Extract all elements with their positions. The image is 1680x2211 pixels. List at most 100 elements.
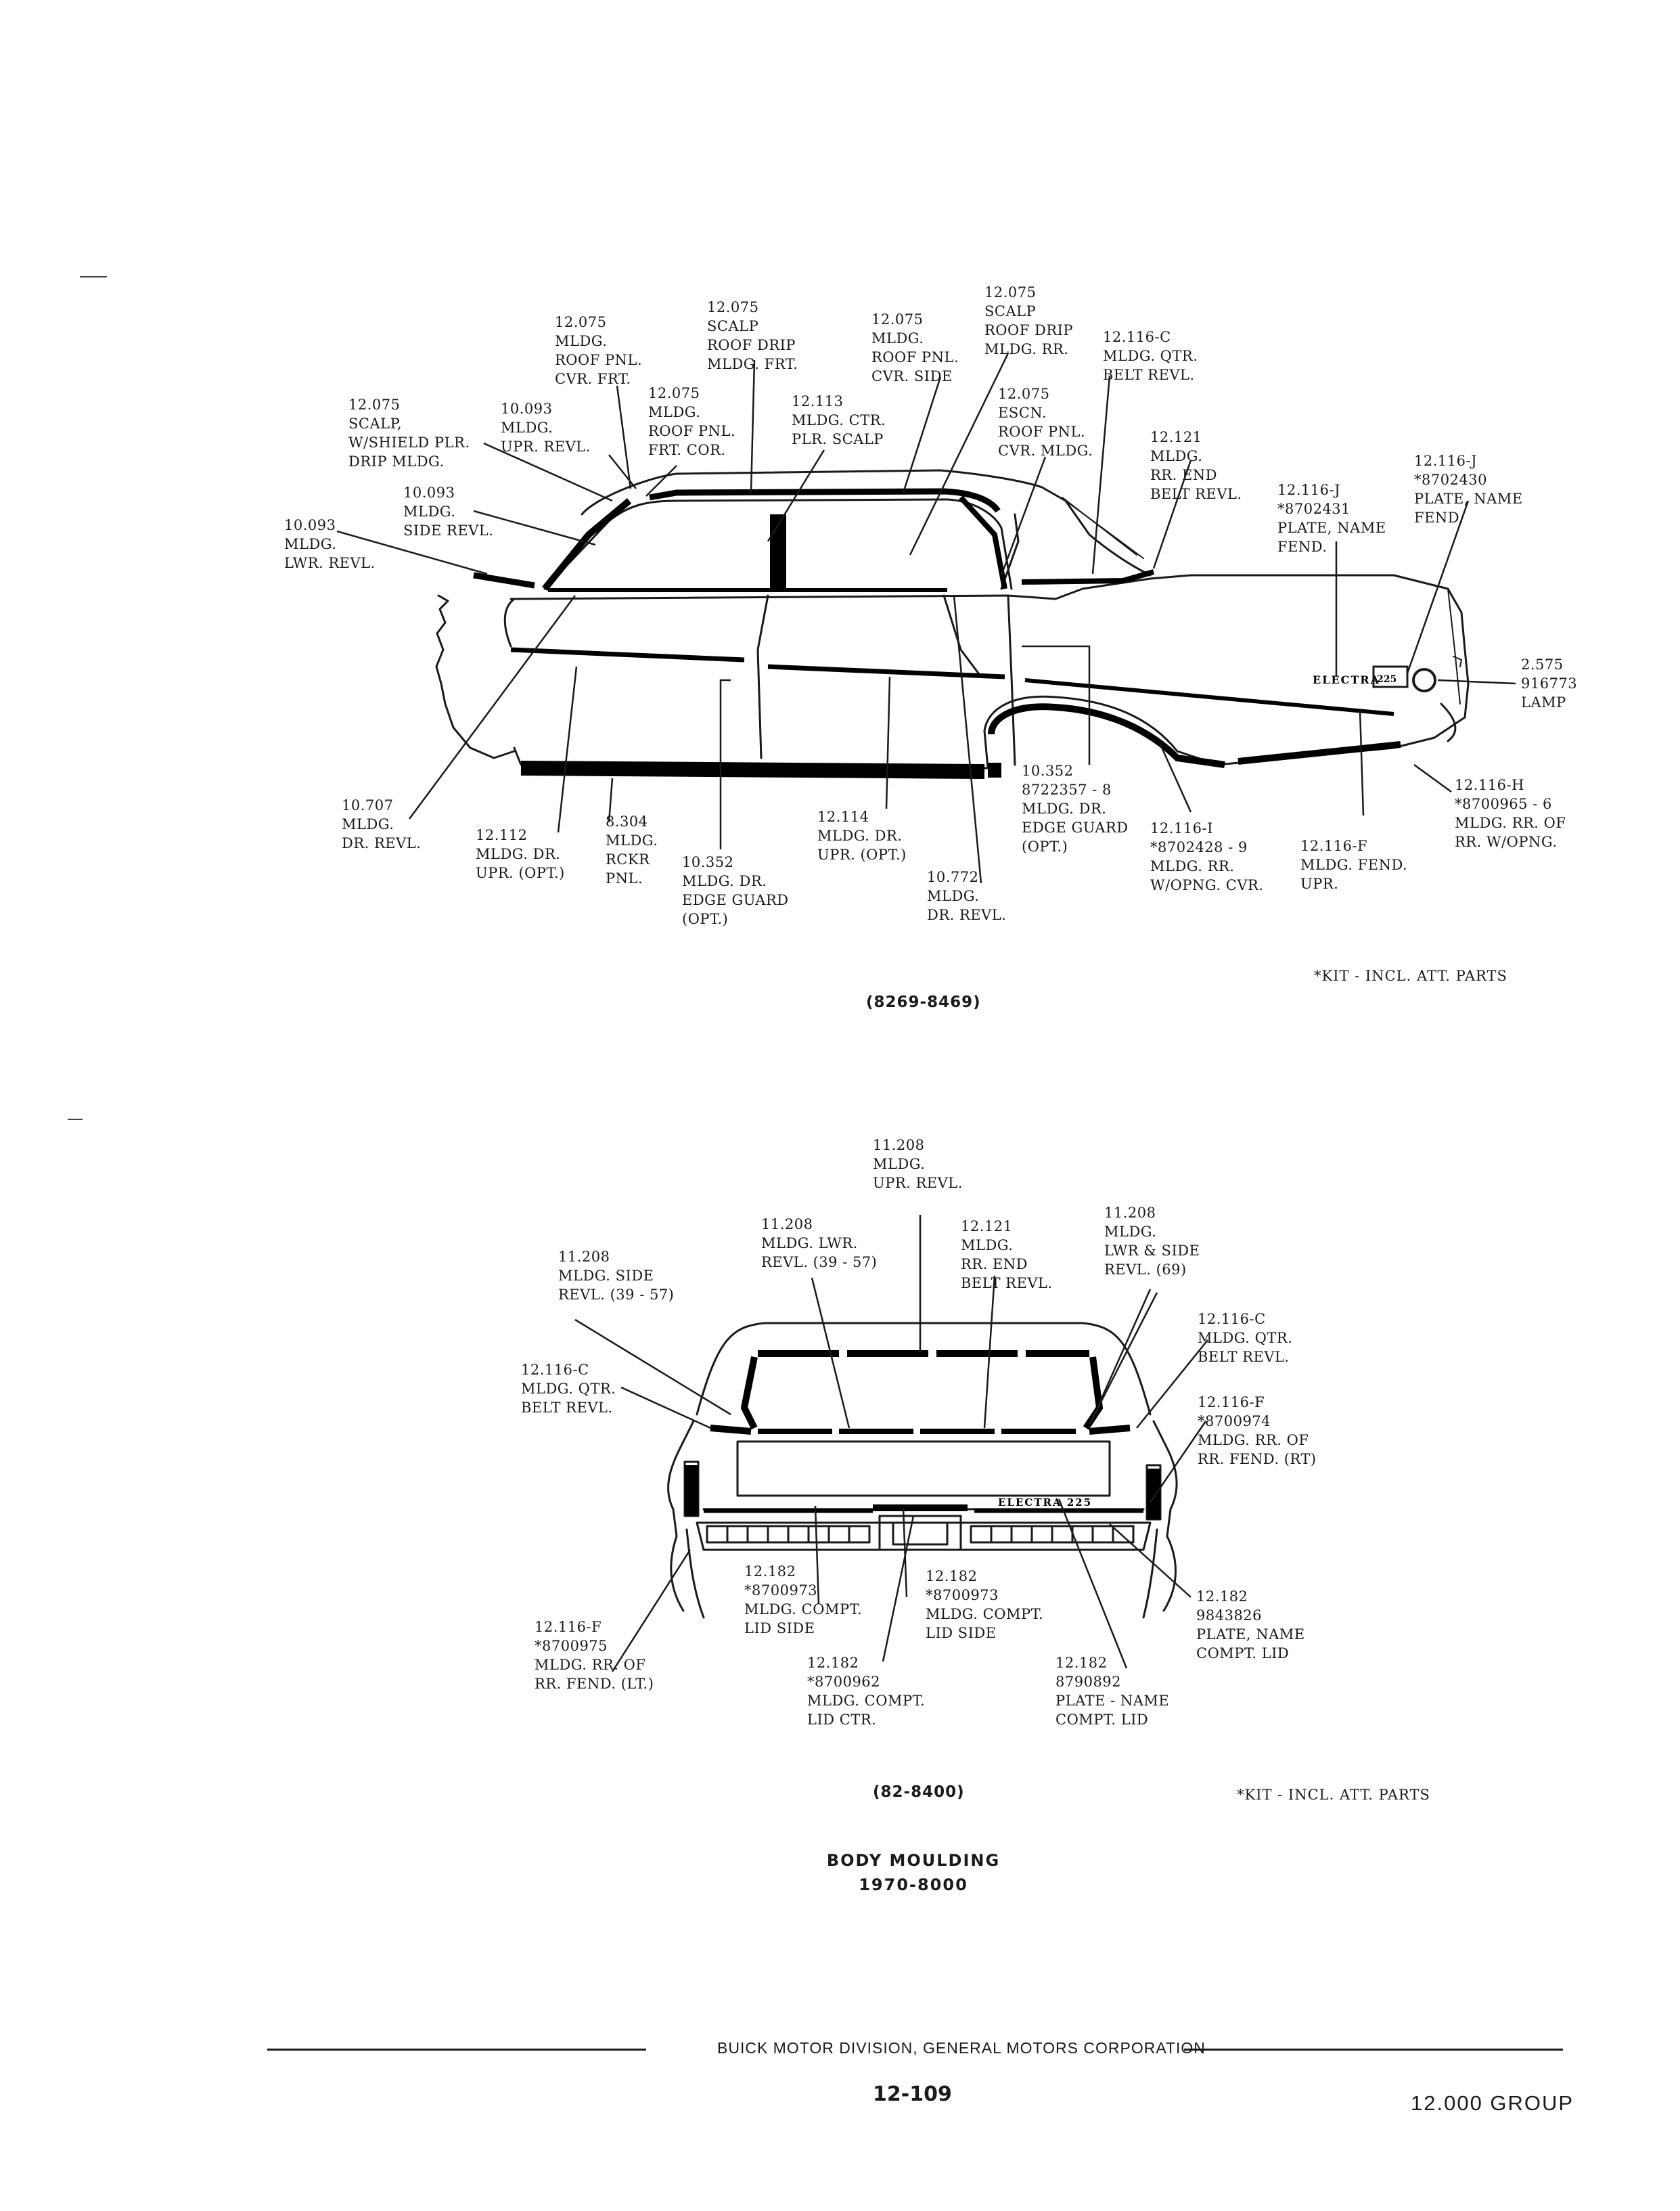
title-line-1: BODY MOULDING [826,1851,1001,1870]
callout-rr-w-opng-cvr: 12.116-I *8702428 - 9 MLDG. RR. W/OPNG. … [1150,819,1263,895]
part-desc: MLDG. [1150,448,1203,464]
part-desc: UPR. [1300,876,1339,892]
part-desc: RR. FEND. (LT.) [535,1676,654,1692]
part-number: 12.116-F [535,1619,602,1635]
callout-rr-of-rr-fend-rt: 12.116-F *8700974 MLDG. RR. OF RR. FEND.… [1198,1393,1317,1469]
part-number: 12.116-F [1300,838,1368,854]
callout-scalp-wshield-plr: 12.075 SCALP, W/SHIELD PLR. DRIP MLDG. [348,395,470,471]
part-desc: CVR. FRT. [555,371,631,387]
part-desc: RR. FEND. (RT) [1198,1451,1317,1467]
callout-dr-revl-10772: 10.772 MLDG. DR. REVL. [927,868,1006,924]
callout-rr-end-belt-revl: 12.121 MLDG. RR. END BELT REVL. [1150,428,1242,504]
side-view-kit-note: *KIT - INCL. ATT. PARTS [1314,968,1507,984]
side-view-caption: (8269-8469) [866,993,981,1011]
part-desc: UPR. (OPT.) [476,865,565,881]
part-desc: SCALP [984,303,1037,319]
part-desc: ROOF PNL. [648,423,736,439]
part-desc: UPR. (OPT.) [817,847,907,863]
part-number: 12.075 [998,386,1050,402]
side-view-nameplate: ELECTRA 225 [1313,665,1436,692]
footer-rule-left [267,2049,646,2051]
callout-rr-of-rr-w-opng: 12.116-H *8700965 - 6 MLDG. RR. OF RR. W… [1455,776,1566,851]
part-desc: 916773 [1521,675,1578,692]
callout-escn-roof-pnl: 12.075 ESCN. ROOF PNL. CVR. MLDG. [998,384,1093,460]
part-desc: MLDG. LWR. [761,1235,858,1251]
rear-view-mouldings [685,1350,1160,1519]
part-desc: *8700973 [744,1582,818,1599]
part-number: 10.093 [501,401,553,417]
callout-name-plate-compt-lid-1: 12.182 9843826 PLATE, NAME COMPT. LID [1196,1587,1305,1663]
footer-division: BUICK MOTOR DIVISION, GENERAL MOTORS COR… [717,2039,1206,2057]
part-desc: PNL. [606,870,643,887]
scan-mark [68,1119,83,1120]
part-desc: *8702431 [1277,501,1351,517]
part-desc: SCALP [707,318,759,334]
part-number: 12.075 [871,311,924,328]
part-number: 12.116-C [1103,329,1171,345]
part-number: 12.121 [961,1218,1013,1234]
part-number: 10.352 [682,854,734,870]
part-desc: UPR. REVL. [501,439,591,455]
side-view-car [435,469,1470,769]
part-desc: 8790892 [1055,1674,1122,1690]
callout-name-plate-compt-lid-2: 12.182 8790892 PLATE - NAME COMPT. LID [1055,1653,1169,1729]
callout-fend-upr: 12.116-F MLDG. FEND. UPR. [1300,836,1407,893]
callout-scalp-roof-drip-rr: 12.075 SCALP ROOF DRIP MLDG. RR. [984,283,1073,359]
part-desc: PLR. SCALP [792,431,884,447]
part-desc: LID CTR. [807,1712,877,1728]
part-desc: MLDG. QTR. [1198,1330,1293,1346]
rear-view-car [667,1322,1178,1619]
part-number: 2.575 [1521,656,1564,673]
part-number: 12.121 [1150,429,1202,445]
part-desc: 9843826 [1196,1607,1263,1624]
part-desc: MLDG. COMPT. [926,1606,1044,1622]
part-number: 12.182 [1196,1588,1248,1605]
part-desc: MLDG. QTR. [1103,348,1198,364]
part-desc: PLATE - NAME [1055,1693,1170,1709]
footer-rule-right [1184,2049,1563,2051]
part-desc: *8700975 [535,1638,608,1654]
callout-dr-upr-12114: 12.114 MLDG. DR. UPR. (OPT.) [817,807,907,864]
part-desc: MLDG. DR. [1022,801,1107,817]
part-number: 12.116-C [521,1362,589,1378]
part-desc: ROOF PNL. [555,352,643,368]
part-desc: MLDG. QTR. [521,1381,616,1397]
part-desc: MLDG. FRT. [707,356,798,372]
callout-compt-lid-side-2: 12.182 *8700973 MLDG. COMPT. LID SIDE [926,1567,1043,1643]
part-desc: BELT REVL. [1103,367,1195,383]
part-number: 12.182 [807,1655,859,1671]
callout-dr-edge-guard-1: 10.352 MLDG. DR. EDGE GUARD (OPT.) [682,853,789,929]
part-desc: MLDG. [555,333,608,349]
part-desc: EDGE GUARD [1022,820,1129,836]
part-desc: ROOF PNL. [871,349,959,365]
part-number: 10.352 [1022,763,1074,779]
part-number: 12.116-C [1198,1311,1266,1327]
part-desc: MLDG. [961,1237,1014,1253]
part-desc: MLDG. [1104,1224,1157,1240]
part-desc: SCALP, [348,416,403,432]
part-desc: MLDG. CTR. [792,412,886,428]
part-desc: BELT REVL. [1150,486,1242,502]
callout-compt-lid-ctr: 12.182 *8700962 MLDG. COMPT. LID CTR. [807,1653,925,1729]
callout-dr-upr-12112: 12.112 MLDG. DR. UPR. (OPT.) [476,826,565,883]
part-desc: MLDG. [648,404,701,420]
part-number: 11.208 [873,1137,925,1153]
part-desc: *8700973 [926,1587,999,1603]
callout-rr-end-belt-revl-rear: 12.121 MLDG. RR. END BELT REVL. [961,1217,1053,1293]
part-desc: FEND. [1277,539,1327,555]
callout-lwr-side-revl-69: 11.208 MLDG. LWR & SIDE REVL. (69) [1104,1203,1200,1279]
callout-name-plate-fend-2: 12.116-J *8702430 PLATE, NAME FEND. [1414,451,1523,527]
part-desc: MLDG. RR. OF [1455,815,1566,831]
part-desc: MLDG. SIDE [558,1268,654,1284]
part-number: 12.116-J [1414,453,1477,469]
part-number: 12.182 [1055,1655,1108,1671]
part-desc: *8700974 [1198,1413,1271,1429]
part-desc: MLDG. [403,504,456,520]
part-desc: REVL. (39 - 57) [761,1254,878,1270]
part-desc: MLDG. RR. [984,341,1069,357]
part-number: 10.707 [342,797,394,813]
part-desc: MLDG. [284,536,337,552]
part-desc: MLDG. RR. OF [535,1657,646,1673]
callout-qtr-belt-revl-rt: 12.116-C MLDG. QTR. BELT REVL. [1198,1310,1292,1366]
